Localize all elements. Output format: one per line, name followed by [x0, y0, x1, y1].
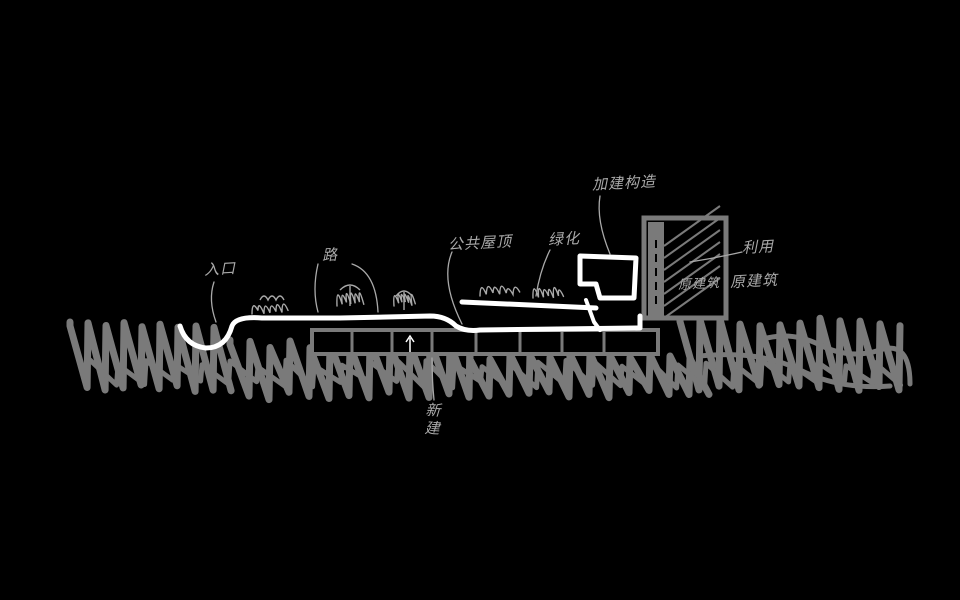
- label-reuse-line1: 利用: [741, 237, 775, 257]
- shrub-sketch: [479, 285, 521, 297]
- label-addition: 加建构造: [591, 172, 657, 194]
- label-existing-building: 原建筑: [677, 275, 721, 294]
- leader-line: [431, 357, 435, 401]
- leader-line: [535, 249, 551, 297]
- basement-arrow-head: [405, 334, 415, 343]
- addition-box: [577, 253, 639, 301]
- shrub-sketch: [393, 293, 416, 307]
- ground-wave-stroke: [697, 352, 893, 390]
- leader-line: [447, 251, 463, 325]
- basement-outline: [310, 328, 660, 356]
- label-green: 绿化: [547, 229, 581, 249]
- building-hatch: [663, 205, 721, 247]
- roof-profile-stroke: [584, 298, 602, 332]
- ground-scribble-stroke: [87, 357, 904, 391]
- building-hatch: [663, 253, 721, 295]
- annotation-leaders: [210, 195, 743, 401]
- label-public-roof: 公共屋顶: [447, 232, 513, 254]
- leader-line: [598, 195, 611, 255]
- existing-building: [641, 205, 729, 321]
- roof-profile-stroke: [459, 299, 599, 311]
- vegetation-sketches: [251, 284, 565, 315]
- roof-profile-line: [177, 253, 643, 351]
- label-entrance: 入口: [203, 259, 237, 279]
- shrub-sketch: [251, 303, 289, 315]
- leader-line: [689, 251, 743, 263]
- shrub-sketch: [336, 292, 365, 307]
- tree-sketch: [339, 284, 361, 306]
- shrub-sketch: [532, 286, 565, 299]
- shrub-sketch: [259, 295, 285, 302]
- building-hatch: [663, 229, 721, 271]
- ground-hatching: [66, 314, 913, 404]
- label-road: 路: [321, 245, 339, 265]
- leader-line: [210, 281, 217, 323]
- tree-sketch: [395, 290, 413, 310]
- leader-line: [314, 263, 319, 313]
- ground-scribble-stroke: [66, 318, 235, 395]
- roof-profile-stroke: [177, 313, 643, 351]
- label-new-part: 新建: [422, 401, 442, 439]
- leader-line: [351, 263, 379, 313]
- building-hatch: [663, 265, 721, 307]
- ground-scribble-stroke: [466, 348, 713, 402]
- label-reuse-line2: 原建筑: [729, 270, 779, 292]
- underground-structure: [310, 328, 660, 356]
- building-hatch: [663, 277, 721, 319]
- ground-wave-stroke: [757, 333, 913, 387]
- building-hatch: [663, 217, 721, 259]
